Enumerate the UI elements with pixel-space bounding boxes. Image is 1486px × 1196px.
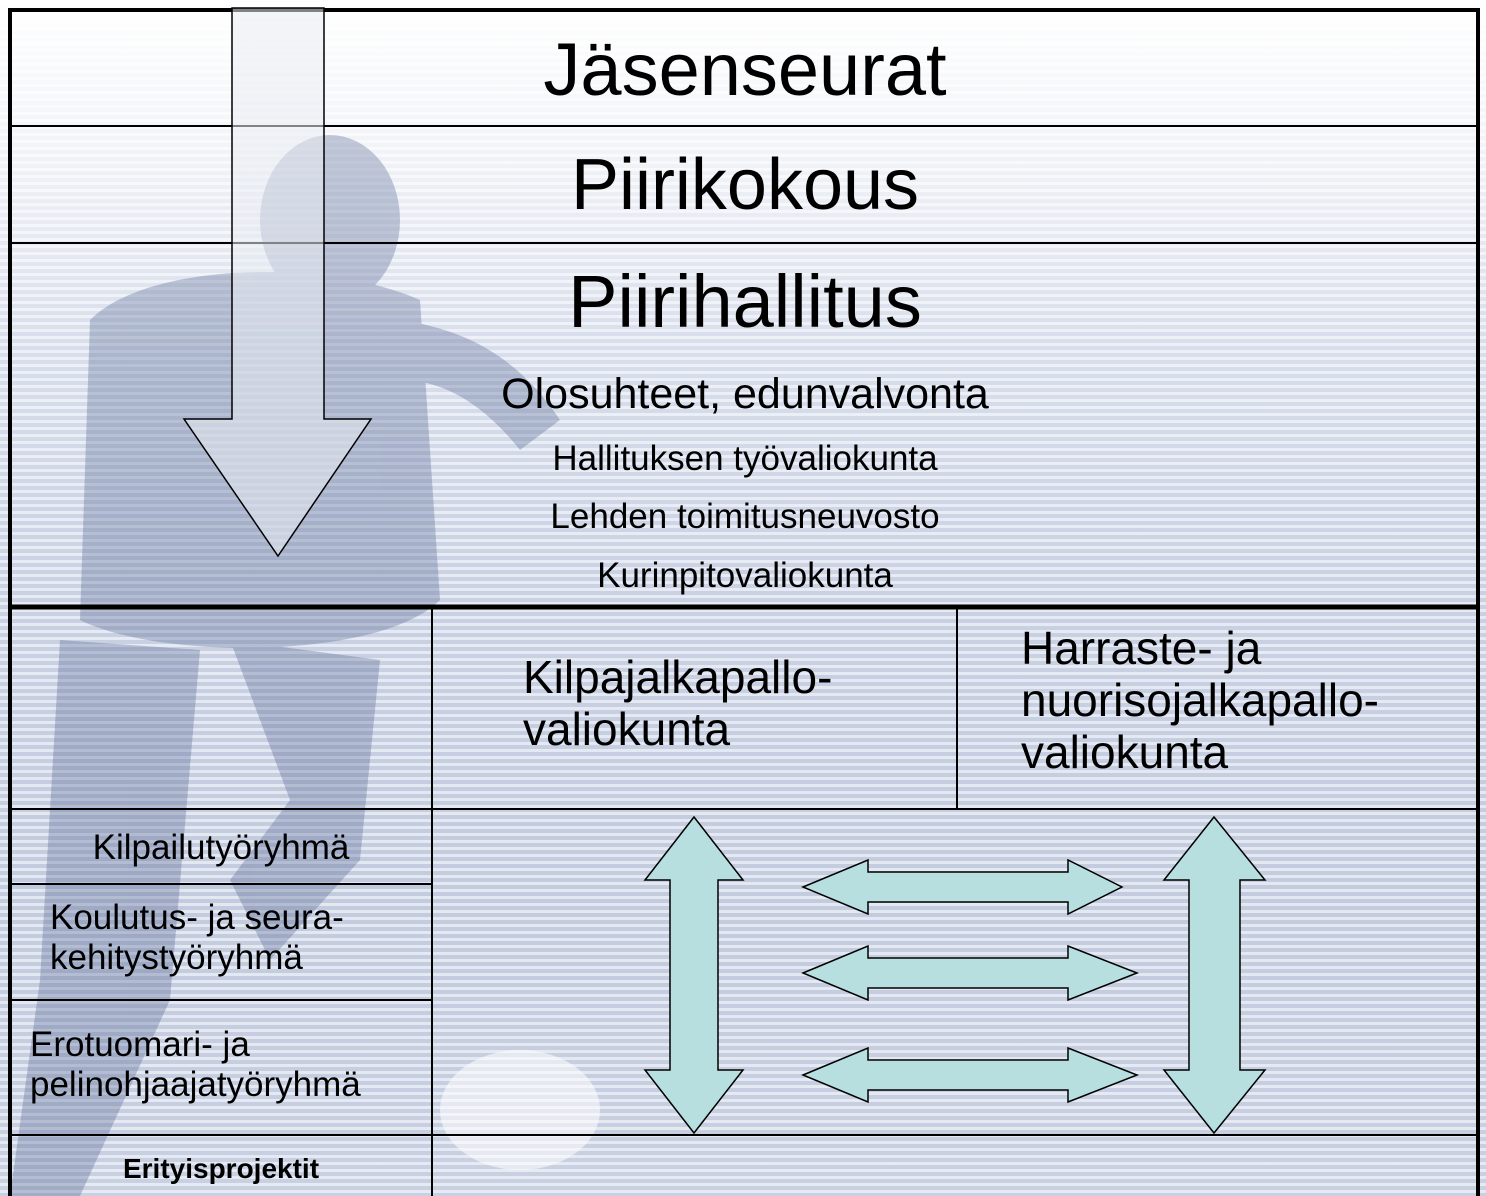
player-arm	[400, 320, 560, 450]
level-meeting: Piirikokous	[570, 145, 920, 225]
horizontal-arrow-3	[801, 1046, 1140, 1104]
committee-recreation-youth: Harraste- ja nuorisojalkapallo- valiokun…	[1021, 622, 1379, 778]
wg-competition: Kilpailutyöryhmä	[92, 828, 350, 867]
board-item-disciplinary-committee: Kurinpitovaliokunta	[597, 556, 893, 595]
board-item-editorial-board: Lehden toimitusneuvosto	[550, 497, 940, 536]
vertical-arrow-left	[643, 815, 745, 1135]
grid-lines	[8, 8, 1480, 1196]
special-projects: Erityisprojektit	[122, 1153, 320, 1184]
wg-referee: Erotuomari- ja pelinohjaajatyöryhmä	[30, 1025, 361, 1104]
board-item-executive-committee: Hallituksen työvaliokunta	[552, 439, 938, 478]
outer-frame	[8, 8, 1480, 1196]
player-leg-right	[230, 640, 380, 960]
board-item-facilities: Olosuhteet, edunvalvonta	[501, 370, 989, 418]
horizontal-arrow-1	[801, 858, 1124, 916]
down-arrow	[182, 7, 373, 558]
wg-training-club: Koulutus- ja seura- kehitystyöryhmä	[50, 898, 344, 977]
player-leg-left	[10, 640, 200, 1196]
ball	[440, 1050, 600, 1170]
horizontal-arrow-2	[801, 944, 1140, 1002]
committee-competition: Kilpajalkapallo- valiokunta	[523, 651, 833, 755]
level-members: Jäsenseurat	[543, 28, 947, 111]
vertical-arrow-right	[1162, 815, 1267, 1135]
level-board: Piirihallitus	[568, 260, 922, 343]
